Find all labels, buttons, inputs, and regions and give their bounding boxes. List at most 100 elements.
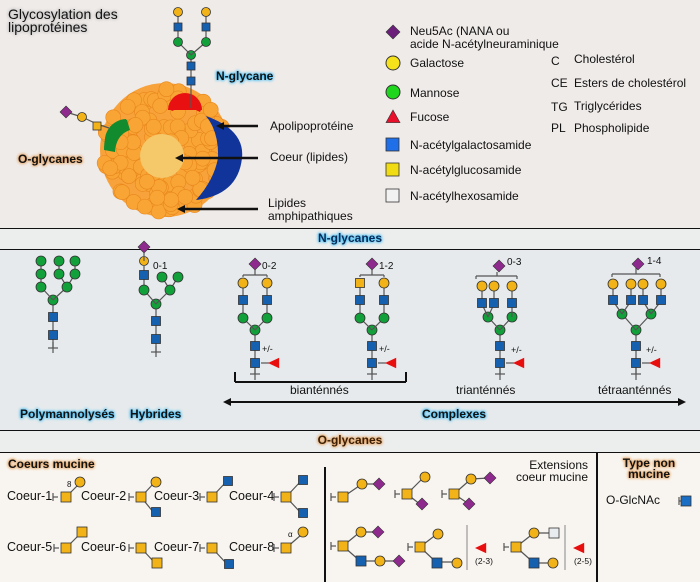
pointer-label-amphipathic: Lipides amphipathiques xyxy=(268,197,353,222)
pointer-amphipathic-head xyxy=(177,205,185,213)
label-tetraantennes: tétraanténnés xyxy=(598,383,672,397)
phospholipid-bead xyxy=(202,102,219,118)
fucose-triangle xyxy=(513,357,525,369)
glcnac-square xyxy=(151,316,161,326)
galnac-square xyxy=(206,542,218,554)
phospholipid-bead xyxy=(149,189,165,206)
phospholipid-bead xyxy=(184,169,201,186)
galactose-circle xyxy=(547,557,559,569)
complexes-arrow-right-head xyxy=(678,398,686,406)
galnac-square xyxy=(206,491,218,503)
core-8-label: Coeur-8 xyxy=(229,540,275,554)
mannose-circle xyxy=(138,284,150,296)
abbr-pl: PL xyxy=(551,121,566,135)
n-glycanes-header-bar: N-glycanes xyxy=(0,228,700,250)
label-hybrides: Hybrides xyxy=(130,407,182,421)
lipid-core xyxy=(140,134,184,178)
galactose-circle xyxy=(237,277,249,289)
galnac-square xyxy=(151,557,163,569)
fucose-triangle xyxy=(649,357,661,369)
mannose-circle xyxy=(237,312,249,324)
glcnac-square xyxy=(631,341,641,351)
galactose-circle xyxy=(655,278,667,290)
glcnac-square xyxy=(638,295,648,305)
abbr-ce-label: Esters de cholestérol xyxy=(574,76,687,90)
legend-galactose-icon xyxy=(385,55,401,71)
legend-label-neu5ac-1: Neu5Ac (NANA ou xyxy=(410,24,510,38)
pointer-apolipoprotein-head xyxy=(216,122,224,130)
fuc-triant: +/- xyxy=(511,345,522,355)
glcnac-square xyxy=(507,298,517,308)
glcnac-square xyxy=(489,298,499,308)
o-glycanes-panel xyxy=(0,453,700,582)
galactose-circle xyxy=(74,476,86,488)
phospholipid-bead xyxy=(145,118,162,135)
phospholipid-bead xyxy=(102,160,119,176)
mannose-circle xyxy=(164,284,176,296)
phospholipid-bead xyxy=(139,173,155,190)
glcnac-square xyxy=(151,507,161,517)
galactose-circle xyxy=(378,277,390,289)
legend-label-mannose: Mannose xyxy=(410,86,460,100)
glcnac-square xyxy=(151,334,161,344)
core-1-link: 8 xyxy=(67,480,72,489)
glcnac-square xyxy=(250,358,260,368)
legend-label-glcnac: N-acétylglucosamide xyxy=(410,163,522,177)
n-glycane-label: N-glycane xyxy=(216,69,274,83)
n-glycanes-panel xyxy=(0,250,700,430)
fucose-triangle xyxy=(475,542,487,554)
mannose-circle xyxy=(201,37,211,47)
abbr-tg-label: Triglycérides xyxy=(574,99,642,113)
core-8-link: α xyxy=(288,530,293,539)
legend-mannose-icon xyxy=(385,84,401,100)
glcnac-square xyxy=(186,61,196,71)
glcnac-square xyxy=(173,22,183,32)
core-4-label: Coeur-4 xyxy=(229,489,275,503)
galnac-square xyxy=(355,278,365,288)
label-polymannoses: Polymannolysés xyxy=(20,407,115,421)
pointer-label-apolipoprotein: Apolipoprotéine xyxy=(270,119,354,133)
galactose-circle xyxy=(261,277,273,289)
glcnac-square xyxy=(379,295,389,305)
galactose-circle xyxy=(625,278,637,290)
o-glycanes-label: O-glycanes xyxy=(18,152,83,166)
galnac-square xyxy=(510,541,522,553)
mannose-circle xyxy=(69,268,81,280)
galnac-square xyxy=(60,542,72,554)
extensions-title: Extensions coeur mucine xyxy=(500,459,588,483)
galactose-circle xyxy=(173,7,183,17)
extensions-title-1: Extensions xyxy=(529,458,588,472)
galactose-circle xyxy=(637,278,649,290)
glcnac-square xyxy=(431,557,443,569)
core-6-label: Coeur-6 xyxy=(81,540,127,554)
mannose-circle xyxy=(61,281,73,293)
glcnac-square xyxy=(355,295,365,305)
fucose-triangle xyxy=(385,357,397,369)
fuc-tetra: +/- xyxy=(646,345,657,355)
neu5ac-diamond xyxy=(462,497,476,511)
glcnac-square xyxy=(631,358,641,368)
galnac-square xyxy=(401,488,413,500)
glcnac-square xyxy=(656,295,666,305)
neu5ac-diamond xyxy=(415,497,429,511)
glcnac-square xyxy=(528,557,540,569)
phospholipid-bead xyxy=(119,98,136,115)
range-biant-1: 0-2 xyxy=(262,261,277,272)
glcnac-square xyxy=(201,22,211,32)
mannose-circle xyxy=(35,255,47,267)
galactose-circle xyxy=(150,476,162,488)
o-glcnac-label: O-GlcNAc xyxy=(606,493,660,507)
galnac-square xyxy=(92,121,102,131)
page-title-line-1: Glycosylation des xyxy=(8,6,118,22)
phospholipid-bead xyxy=(127,117,144,133)
phospholipid-bead xyxy=(121,168,137,184)
galactose-circle xyxy=(297,526,309,538)
core-2-label: Coeur-2 xyxy=(81,489,127,503)
apolipoprotein-green-2 xyxy=(104,120,130,152)
extensions-title-2: coeur mucine xyxy=(515,470,588,484)
n-glycanes-header: N-glycanes xyxy=(317,231,383,245)
glcnac-square xyxy=(355,555,367,567)
page-title-line-2: lipoprotéines xyxy=(8,19,88,35)
galnac-square xyxy=(60,491,72,503)
